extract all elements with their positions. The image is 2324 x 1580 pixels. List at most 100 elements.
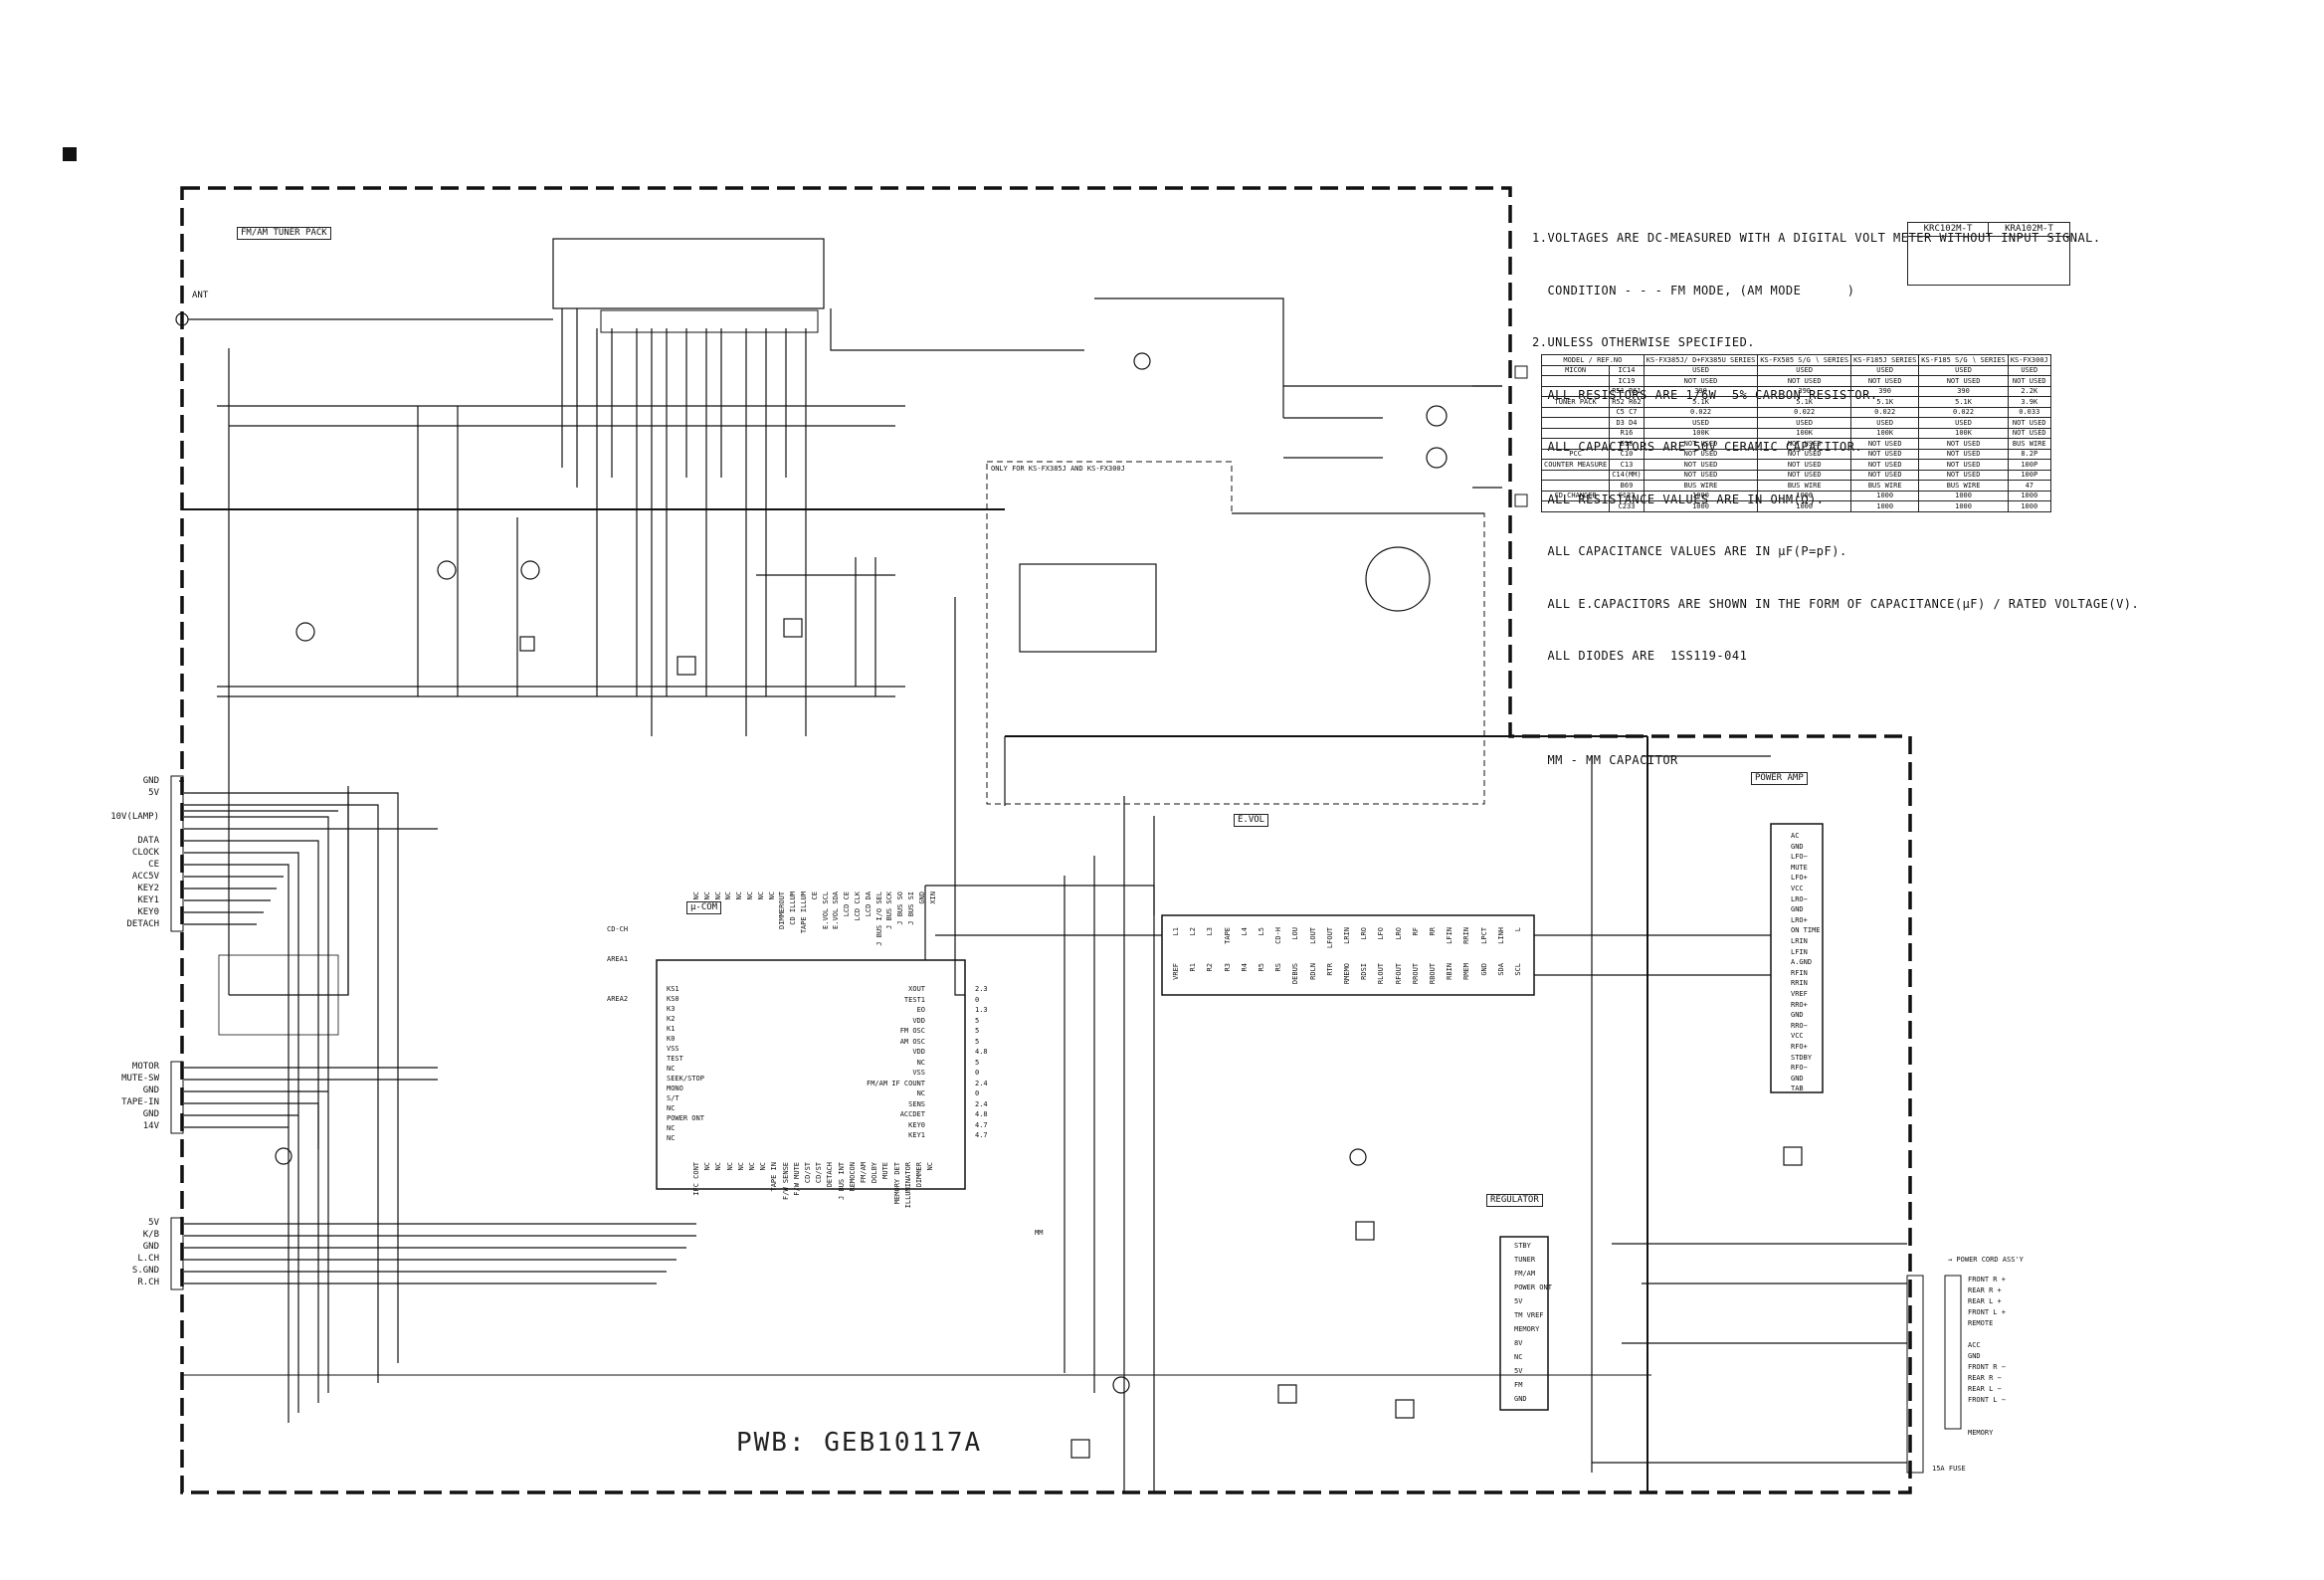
note-line: 2.UNLESS OTHERWISE SPECIFIED. [1532, 335, 1756, 349]
area1-label: AREA1 [607, 955, 629, 963]
micom-bottom-pin-label: FM/AM [860, 1162, 868, 1184]
micom-top-pin-label: NC [735, 891, 744, 900]
model-table-cell: 5.1K [1918, 396, 2009, 408]
model-table-cell: 47 [2007, 480, 2051, 492]
ant-label: ANT [192, 291, 209, 300]
pwb-label: PWB: GEB10117A [736, 1428, 983, 1458]
evol-bottom-pin-label: R5 [1258, 963, 1265, 972]
model-table-cell: 1000 [1757, 490, 1852, 501]
connector-label: ACC5V [131, 872, 159, 882]
evol-top-pin-label: CD-H [1274, 927, 1283, 944]
model-table-cell: NOT USED [1850, 375, 1920, 387]
micom-pin-label: KS0 [667, 995, 679, 1003]
power-amp-pin-label: GND [1791, 905, 1804, 914]
micom-pin-voltage: 2.3 [975, 985, 988, 993]
power-amp-pin-label: LFO+ [1791, 874, 1808, 883]
regulator-pin-label: NC [1514, 1353, 1523, 1361]
model-table-header-cell: KS-FX300J [2007, 354, 2051, 366]
micom-bottom-pin-label: J BUS INT [837, 1162, 846, 1200]
regulator-pin-label: MEMORY [1514, 1325, 1540, 1333]
model-table-cell: C10 [1609, 448, 1645, 460]
model-table-cell [1540, 438, 1611, 450]
micom-bottom-pin-label: CD/ST [815, 1162, 824, 1184]
micom-bottom-pin-label: NC [703, 1162, 712, 1171]
evol-top-pin-label: L2 [1189, 927, 1198, 936]
micom-top-pin-label: TAPE ILLUM [800, 891, 808, 934]
kra-label: KRA102M-T [1989, 223, 2069, 237]
connector-label: 5V [148, 1218, 159, 1228]
evol-bottom-pin-label: RS [1274, 963, 1283, 972]
micom-pin-voltage: 0 [975, 995, 980, 1004]
fuse-label: 15A FUSE [1932, 1465, 1966, 1473]
model-table-cell: D3 D4 [1609, 417, 1645, 429]
evol-bottom-pin-label: RBIN [1446, 963, 1454, 980]
evol-top-pin-label: LOU [1291, 927, 1300, 940]
power-amp-pin-label: VCC [1791, 1032, 1804, 1041]
micom-pin-label: SENS [908, 1099, 925, 1108]
micom-pin-label: KS1 [667, 985, 679, 993]
micom-pin-label: EO [916, 1006, 925, 1014]
power-amp-pin-label: TAB [1791, 1085, 1804, 1093]
model-table-header-cell: KS-FX585 S/G ∖ SERIES [1757, 354, 1852, 366]
evol-bottom-pin-label: RDLN [1308, 963, 1317, 980]
model-table-cell: NOT USED [2007, 417, 2051, 429]
micom-pin-label: FM OSC [899, 1027, 925, 1035]
evol-top-pin-label: LPCT [1479, 927, 1488, 944]
model-table-cell: NOT USED [1643, 448, 1759, 460]
micom-bottom-pin-label: ILLUMINATOR [903, 1162, 912, 1209]
model-table-cell: 100K [1918, 427, 2009, 439]
micom-pin-label: VDD [912, 1016, 925, 1025]
micom-top-pin-label: XIN [928, 891, 937, 904]
connector-label: L.CH [137, 1254, 159, 1264]
micom-pin-voltage: 0 [975, 1089, 980, 1097]
micom-pin-voltage: 2.4 [975, 1079, 988, 1087]
micom-pin-label: VSS [912, 1069, 925, 1077]
model-table-cell: BUS WIRE [1850, 480, 1920, 492]
micom-top-pin-label: GND [917, 891, 926, 904]
micom-bottom-pin-label: IFC CONT [692, 1162, 700, 1196]
krc-label: KRC102M-T [1908, 223, 1989, 237]
micom-pin-label: KEY1 [908, 1131, 925, 1139]
power-amp-pin-label: LFO− [1791, 853, 1808, 862]
micom-bottom-pin-label: REMOCON [848, 1162, 857, 1192]
micom-pin-voltage: 4.7 [975, 1120, 988, 1129]
model-table-cell: NOT USED [1643, 438, 1759, 450]
regulator-pin-label: 5V [1514, 1297, 1523, 1305]
power-amp-pin-label: RFIN [1791, 968, 1808, 977]
connector-label: GND [142, 1109, 159, 1119]
model-table-cell: 1000 [1850, 500, 1920, 512]
model-table-cell: C14(MM) [1609, 469, 1645, 481]
micom-bottom-pin-label: DIMMER [915, 1162, 923, 1188]
micom-pin-voltage: 5 [975, 1016, 980, 1025]
model-table-cell: 1000 [1918, 490, 2009, 501]
evol-top-pin-label: L3 [1206, 927, 1215, 936]
micom-top-pin-label: LCD CLK [854, 891, 862, 921]
model-table-cell: 0.022 [1643, 406, 1759, 418]
power-amp-pin-label: VREF [1791, 990, 1808, 998]
evol-top-pin-label: RF [1411, 927, 1420, 936]
model-table-cell: NOT USED [1643, 469, 1759, 481]
model-table-cell: 100P [2007, 469, 2051, 481]
model-table-cell: NOT USED [1643, 375, 1759, 387]
regulator-pin-label: 5V [1514, 1367, 1523, 1375]
evol-bottom-pin-label: RDSI [1360, 963, 1369, 980]
model-table-cell: 0.022 [1757, 406, 1852, 418]
model-table-cell: IC19 [1609, 375, 1645, 387]
micom-top-pin-label: NC [713, 891, 722, 900]
micom-bottom-pin-label: TAPE IN [770, 1162, 779, 1192]
micom-pin-voltage: 4.8 [975, 1048, 988, 1056]
evol-bottom-pin-label: SCL [1514, 963, 1522, 976]
power-amp-label: POWER AMP [1751, 772, 1808, 785]
micom-bottom-pin-label: F/W SENSE [781, 1162, 790, 1200]
note-line: ALL CAPACITANCE VALUES ARE IN µF(P=pF). [1532, 544, 1847, 558]
model-table-cell: BUS WIRE [1918, 480, 2009, 492]
model-table-cell: B69 [1609, 480, 1645, 492]
micom-pin-voltage: 4.8 [975, 1110, 988, 1118]
model-table-cell: IC14 [1609, 364, 1645, 376]
model-table-cell: BUS WIRE [1643, 480, 1759, 492]
power-amp-pin-label: RFO+ [1791, 1043, 1808, 1051]
regulator-pin-label: POWER ONT [1514, 1284, 1552, 1291]
